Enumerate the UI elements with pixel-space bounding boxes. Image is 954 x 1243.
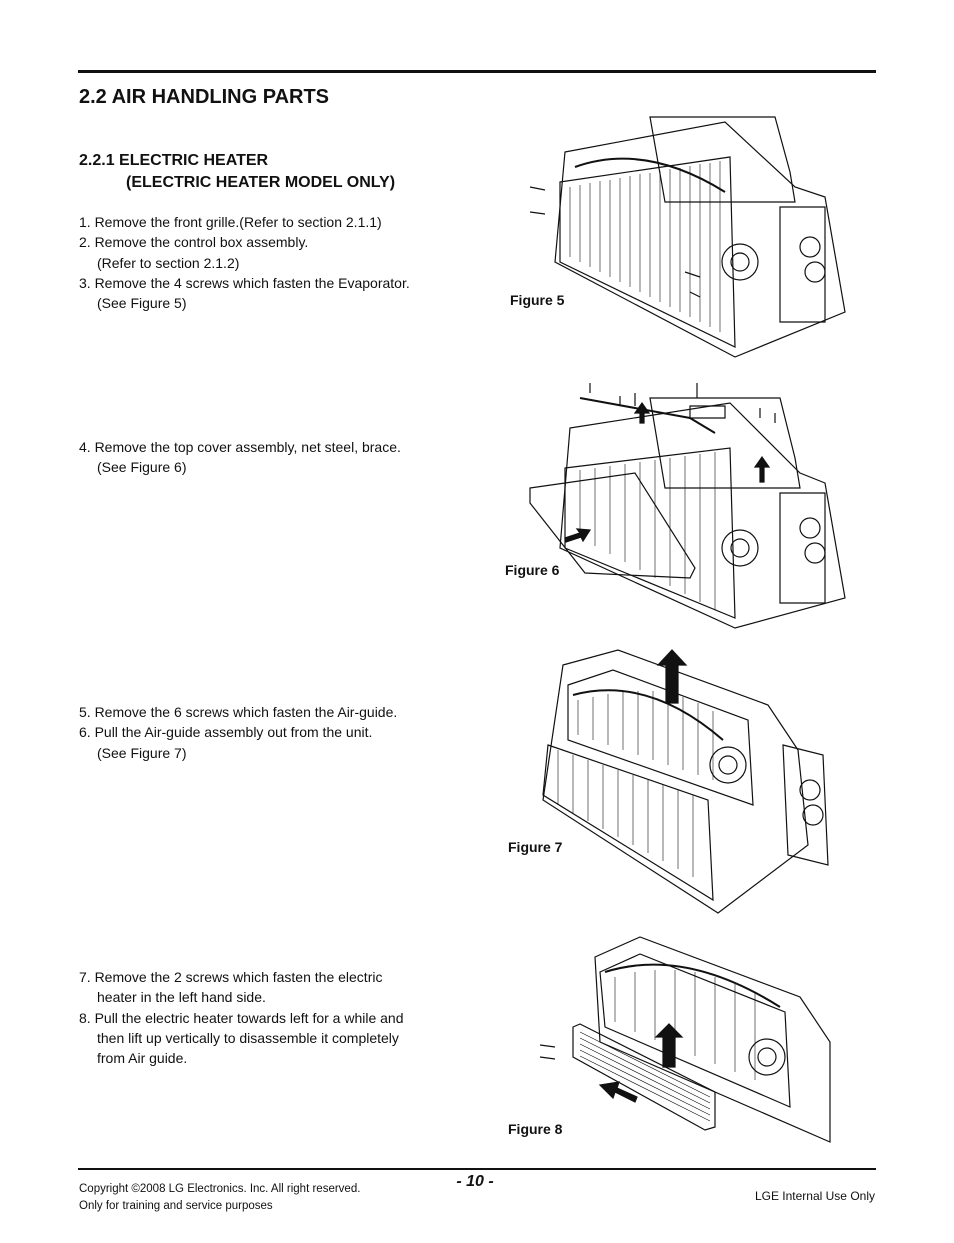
- section-title: 2.2 AIR HANDLING PARTS: [79, 86, 330, 108]
- step-4-note: (See Figure 6): [97, 459, 187, 476]
- step-6-note: (See Figure 7): [97, 744, 187, 761]
- figure-5-illustration: [525, 112, 850, 362]
- figure-8-illustration: [535, 932, 840, 1144]
- footer-rule: [78, 1168, 876, 1170]
- step-7-cont: heater in the left hand side.: [97, 989, 266, 1006]
- page-number: - 10 -: [456, 1173, 494, 1190]
- internal-use-text: LGE Internal Use Only: [754, 1189, 875, 1203]
- step-3: 3. Remove the 4 screws which fasten the …: [79, 274, 410, 291]
- steps-group-4: 7. Remove the 2 screws which fasten the …: [79, 967, 459, 1068]
- figure-8-caption: Figure 8: [508, 1121, 563, 1137]
- figure-7-illustration: [538, 645, 840, 917]
- step-3-note: (See Figure 5): [97, 295, 187, 312]
- footer-left: Copyright ©2008 LG Electronics. Inc. All…: [79, 1181, 360, 1215]
- steps-group-1: 1. Remove the front grille.(Refer to sec…: [79, 212, 459, 313]
- steps-group-2: 4. Remove the top cover assembly, net st…: [79, 437, 459, 478]
- step-2-note: (Refer to section 2.1.2): [97, 254, 240, 271]
- step-7: 7. Remove the 2 screws which fasten the …: [79, 969, 383, 985]
- subsection-title-line1: 2.2.1 ELECTRIC HEATER: [79, 152, 269, 169]
- step-2: 2. Remove the control box assembly.: [79, 234, 309, 251]
- training-text: Only for training and service purposes: [79, 1200, 273, 1212]
- step-6: 6. Pull the Air-guide assembly out from …: [79, 724, 373, 741]
- step-5: 5. Remove the 6 screws which fasten the …: [79, 704, 398, 720]
- header-rule: [78, 70, 876, 73]
- step-8-cont-1: then lift up vertically to disassemble i…: [97, 1029, 399, 1046]
- step-8-cont-2: from Air guide.: [97, 1050, 188, 1067]
- figure-5-caption: Figure 5: [510, 292, 565, 308]
- copyright-text: Copyright ©2008 LG Electronics. Inc. All…: [79, 1183, 361, 1195]
- figure-6-illustration: [525, 378, 850, 633]
- step-1: 1. Remove the front grille.(Refer to sec…: [79, 214, 382, 230]
- figure-7-caption: Figure 7: [508, 839, 563, 855]
- step-8: 8. Pull the electric heater towards left…: [79, 1009, 404, 1026]
- figure-6-caption: Figure 6: [505, 562, 560, 578]
- subsection-title: 2.2.1 ELECTRIC HEATER (ELECTRIC HEATER M…: [79, 150, 395, 194]
- steps-group-3: 5. Remove the 6 screws which fasten the …: [79, 702, 459, 763]
- subsection-title-line2: (ELECTRIC HEATER MODEL ONLY): [126, 174, 396, 191]
- step-4: 4. Remove the top cover assembly, net st…: [79, 439, 401, 455]
